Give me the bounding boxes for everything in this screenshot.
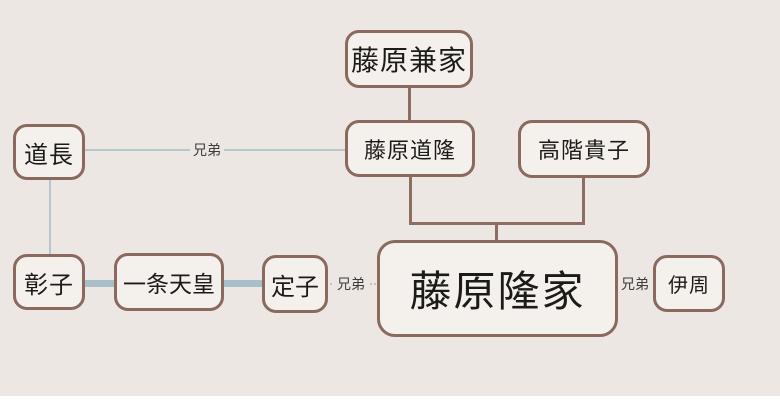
node-michinaga[interactable]: 道長	[13, 124, 85, 180]
node-korechika[interactable]: 伊周	[653, 255, 725, 312]
node-teishi[interactable]: 定子	[262, 255, 328, 313]
bottom-white-strip	[0, 396, 780, 404]
connector-kaneie-michitaka	[408, 88, 411, 120]
connector-bar-takaie	[495, 224, 498, 240]
connector-ichijo-teishi	[223, 280, 263, 287]
node-fujiwara-takaie[interactable]: 藤原隆家	[377, 240, 618, 337]
connector-parents-bar	[409, 222, 585, 225]
connector-shoshi-ichijo	[84, 280, 115, 287]
edge-label-brothers-takaie-korechika[interactable]: 兄弟	[618, 276, 652, 292]
edge-label-brothers-michinaga-michitaka[interactable]: 兄弟	[190, 142, 224, 158]
node-takashina-kishi[interactable]: 高階貴子	[518, 120, 650, 178]
connector-michitaka-junction	[409, 177, 412, 224]
connector-kishi-junction	[582, 178, 585, 224]
node-emperor-ichijo[interactable]: 一条天皇	[114, 253, 224, 311]
node-shoshi[interactable]: 彰子	[13, 254, 85, 310]
node-fujiwara-kaneie[interactable]: 藤原兼家	[345, 30, 473, 88]
edge-label-brothers-teishi-takaie[interactable]: 兄弟	[334, 276, 368, 292]
connector-michinaga-shoshi	[49, 180, 51, 254]
node-fujiwara-michitaka[interactable]: 藤原道隆	[345, 120, 475, 177]
